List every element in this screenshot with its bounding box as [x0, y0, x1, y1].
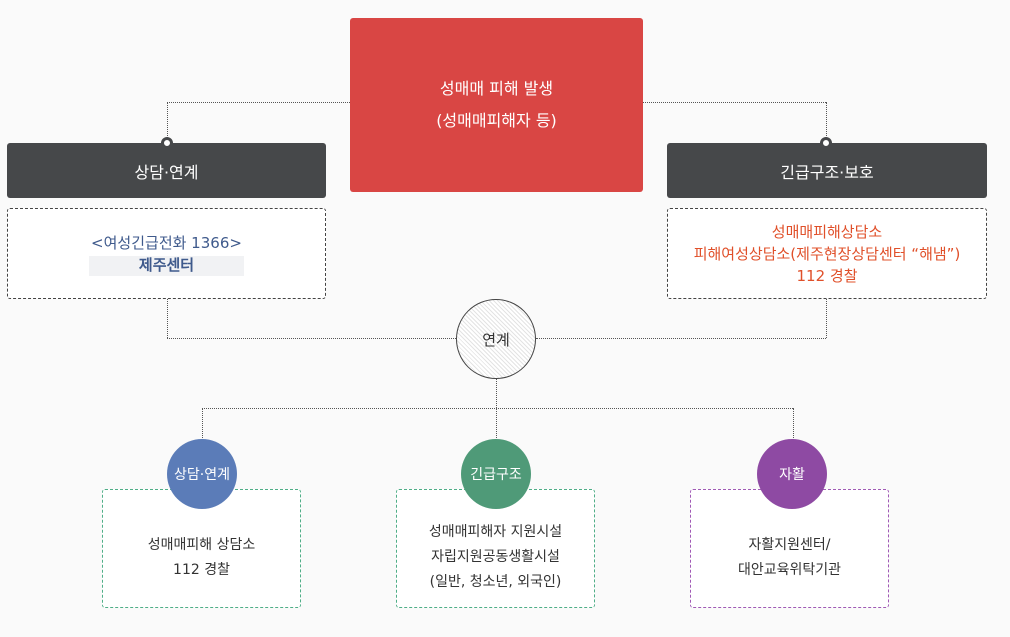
connector-top-left	[167, 102, 350, 103]
left-connector-dot	[161, 137, 173, 149]
left-line-1: <여성긴급전화 1366>	[91, 233, 242, 252]
circle-rescue-label: 긴급구조	[470, 467, 522, 483]
circle-rescue: 긴급구조	[461, 439, 531, 509]
left-line-2: 제주센터	[88, 253, 245, 276]
right-info-box: 성매매피해상담소 피해여성상담소(제주현장상담센터 “해냄”) 112 경찰	[667, 208, 987, 299]
right-connector-dot	[820, 137, 832, 149]
connector-top-right-drop	[826, 102, 827, 142]
connector-right-hub	[536, 338, 826, 339]
right-line-2: 피해여성상담소(제주현장상담센터 “해냄”)	[693, 244, 961, 263]
right-line-1: 성매매피해상담소	[771, 222, 883, 241]
connector-left-down	[167, 299, 168, 338]
connector-branch-2	[496, 408, 497, 440]
circle-self-support-label: 자활	[779, 467, 805, 483]
box-rescue-line-1: 성매매피해자 지원시설	[428, 524, 563, 540]
circle-self-support: 자활	[757, 439, 827, 509]
connector-top-right	[643, 102, 826, 103]
incident-title: 성매매 피해 발생	[439, 79, 554, 98]
circle-counseling-label: 상담·연계	[174, 467, 230, 483]
box-counseling-line-1: 성매매피해 상담소	[147, 536, 256, 553]
connector-branch-3	[793, 408, 794, 440]
link-hub: 연계	[456, 299, 536, 379]
connector-bottom-branch	[202, 408, 793, 409]
incident-subtitle: (성매매피해자 등)	[436, 111, 557, 130]
left-title-bar: 상담·연계	[7, 143, 326, 198]
right-title-bar: 긴급구조·보호	[667, 143, 987, 198]
left-info-box: <여성긴급전화 1366> 제주센터	[7, 208, 326, 299]
box-self-support-line-1: 자활지원센터/	[748, 536, 831, 553]
circle-counseling: 상담·연계	[167, 439, 237, 509]
connector-left-hub	[167, 338, 456, 339]
hub-label: 연계	[482, 330, 510, 349]
left-title: 상담·연계	[134, 162, 199, 182]
connector-hub-down	[496, 379, 497, 408]
box-counseling-line-2: 112 경찰	[173, 561, 230, 578]
connector-right-down	[826, 299, 827, 338]
connector-branch-1	[202, 408, 203, 440]
connector-top-left-drop	[167, 102, 168, 142]
box-rescue-line-3: (일반, 청소년, 외국인)	[429, 574, 562, 590]
box-self-support-line-2: 대안교육위탁기관	[737, 561, 842, 578]
right-line-3: 112 경찰	[796, 266, 858, 285]
incident-box: 성매매 피해 발생 (성매매피해자 등)	[350, 18, 643, 192]
right-title: 긴급구조·보호	[780, 162, 874, 182]
box-rescue-line-2: 자립지원공동생활시설	[431, 549, 560, 565]
